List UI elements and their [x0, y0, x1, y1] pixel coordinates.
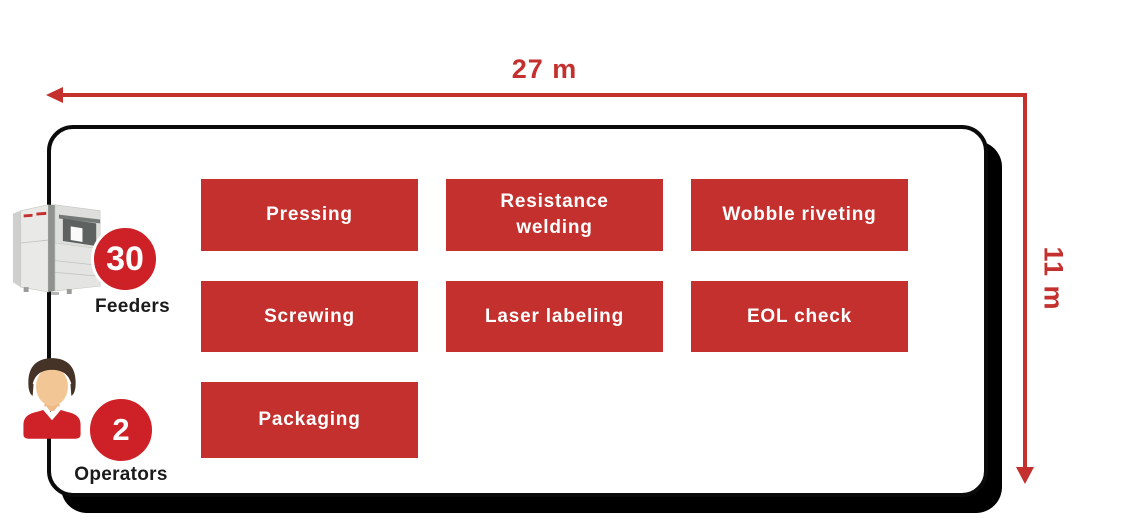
station-pressing: Pressing [201, 179, 418, 251]
feeder-machine-icon [8, 184, 106, 307]
operators-label: Operators [74, 464, 168, 485]
station-resistance-welding: Resistance welding [446, 179, 663, 251]
station-eol-check: EOL check [691, 281, 908, 352]
feeders-label: Feeders [95, 296, 170, 317]
station-wobble-riveting: Wobble riveting [691, 179, 908, 251]
feeders-count-badge: 30 [91, 225, 159, 293]
operators-count-badge: 2 [87, 396, 155, 464]
width-dimension-arrowhead-icon [46, 87, 63, 103]
station-packaging: Packaging [201, 382, 418, 458]
width-dimension-label: 27 m [511, 54, 578, 84]
height-dimension-label: 11 m [1038, 246, 1069, 311]
station-grid: Pressing Resistance welding Wobble rivet… [201, 179, 908, 458]
feeders-count: 30 [106, 239, 144, 278]
station-screwing: Screwing [201, 281, 418, 352]
height-dimension-line [1023, 93, 1027, 469]
height-dimension-arrowhead-icon [1016, 467, 1034, 484]
operators-count: 2 [112, 412, 130, 447]
station-laser-labeling: Laser labeling [446, 281, 663, 352]
width-dimension-line [62, 93, 1027, 97]
operator-avatar-icon [10, 352, 94, 454]
